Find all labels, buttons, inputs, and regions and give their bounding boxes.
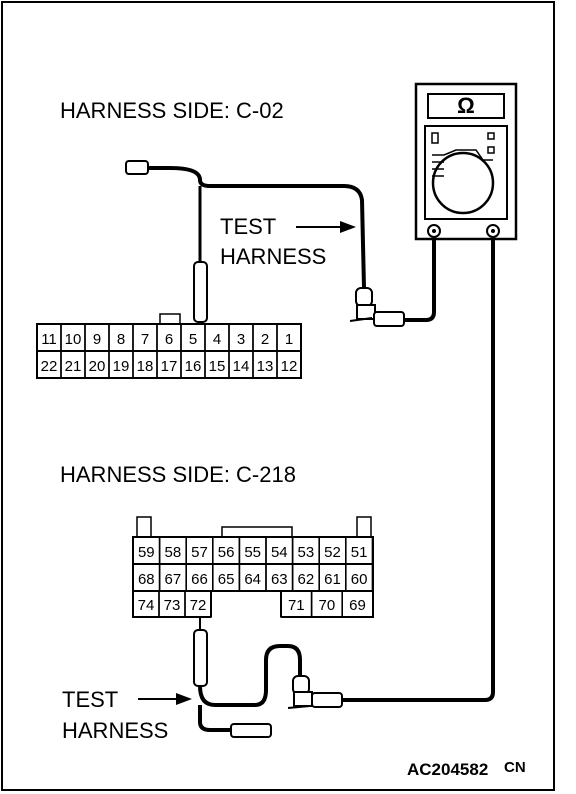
pin-number: 72 [190, 597, 207, 614]
pin-number: 7 [141, 331, 149, 348]
test-probe-c218 [193, 629, 208, 687]
pin-number: 9 [93, 331, 101, 348]
ohm-symbol: Ω [457, 93, 475, 118]
pin-number: 62 [298, 571, 315, 588]
connector-c218-gap [211, 592, 281, 618]
pin-number: 69 [349, 597, 366, 614]
probe-wire-right [340, 238, 495, 702]
test-harness-plug-top [125, 160, 149, 175]
pin-number: 13 [257, 358, 274, 375]
pin-number: 54 [271, 544, 288, 561]
pin-number: 55 [244, 544, 261, 561]
harness-side-c218-label: HARNESS SIDE: C-218 [60, 462, 296, 487]
test-harness-wire-bottom [198, 644, 302, 707]
pin-number: 51 [351, 544, 368, 561]
pin-number: 65 [218, 571, 235, 588]
test-harness-label-bottom-line1: TEST [62, 687, 118, 712]
alligator-clip-bottom [287, 675, 343, 709]
pin-cell [341, 590, 374, 618]
pin-number: 1 [285, 331, 293, 348]
pin-number: 18 [137, 358, 154, 375]
pin-number: 4 [213, 331, 221, 348]
alligator-clip-top [349, 287, 405, 327]
connector-c218-latch [221, 526, 293, 538]
pin-number: 67 [165, 571, 182, 588]
figure-suffix: CN [504, 759, 526, 776]
pin-number: 22 [41, 358, 58, 375]
pin-number: 64 [244, 571, 261, 588]
pin-number: 3 [237, 331, 245, 348]
test-harness-tail-bottom [198, 705, 232, 732]
pin-number: 10 [65, 331, 82, 348]
pin-number: 73 [164, 597, 181, 614]
pin-number: 58 [165, 544, 182, 561]
pin-number: 8 [117, 331, 125, 348]
pin-cell [276, 350, 302, 379]
pin-number: 61 [324, 571, 341, 588]
pin-number: 19 [113, 358, 130, 375]
pin-number: 74 [138, 597, 155, 614]
pin-number: 52 [324, 544, 341, 561]
pin-number: 14 [233, 358, 250, 375]
harness-side-c02-label: HARNESS SIDE: C-02 [60, 98, 284, 123]
pin-cell [184, 590, 212, 618]
arrow-top [296, 221, 356, 233]
probe-wire-left [404, 238, 436, 322]
test-probe-c02 [193, 261, 208, 323]
test-harness-plug-bottom [230, 723, 272, 738]
pin-number: 63 [271, 571, 288, 588]
pin-number: 59 [138, 544, 155, 561]
connector-c218: 59 58 57 56 55 54 53 52 51 68 67 66 65 64 63 62 61 60 74 73… [132, 516, 374, 618]
test-harness-label-bottom-line2: HARNESS [62, 718, 168, 743]
pin-number: 12 [281, 358, 298, 375]
test-harness-label-top-line2: HARNESS [220, 244, 326, 269]
meter-dial [431, 151, 495, 215]
pin-number: 15 [209, 358, 226, 375]
pin-number: 21 [65, 358, 82, 375]
pin-number: 2 [261, 331, 269, 348]
diagram-border [1, 1, 555, 791]
pin-number: 5 [189, 331, 197, 348]
pin-number: 20 [89, 358, 106, 375]
meter-display [427, 93, 505, 119]
pin-number: 6 [165, 331, 173, 348]
pin-number: 11 [41, 331, 57, 348]
pin-number: 53 [298, 544, 315, 561]
pin-number: 71 [288, 597, 305, 614]
figure-code: AC204582 [407, 760, 488, 779]
test-harness-wire-top [145, 166, 366, 289]
pin-number: 57 [191, 544, 208, 561]
pin-number: 16 [185, 358, 202, 375]
pin-number: 60 [351, 571, 368, 588]
pin-number: 17 [161, 358, 178, 375]
pin-number: 56 [218, 544, 235, 561]
ohmmeter: Ω [414, 82, 518, 241]
pin-number: 66 [191, 571, 208, 588]
pin-number: 68 [138, 571, 155, 588]
arrow-bottom [138, 693, 192, 705]
test-harness-label-top-line1: TEST [220, 214, 276, 239]
pin-number: 70 [319, 597, 336, 614]
